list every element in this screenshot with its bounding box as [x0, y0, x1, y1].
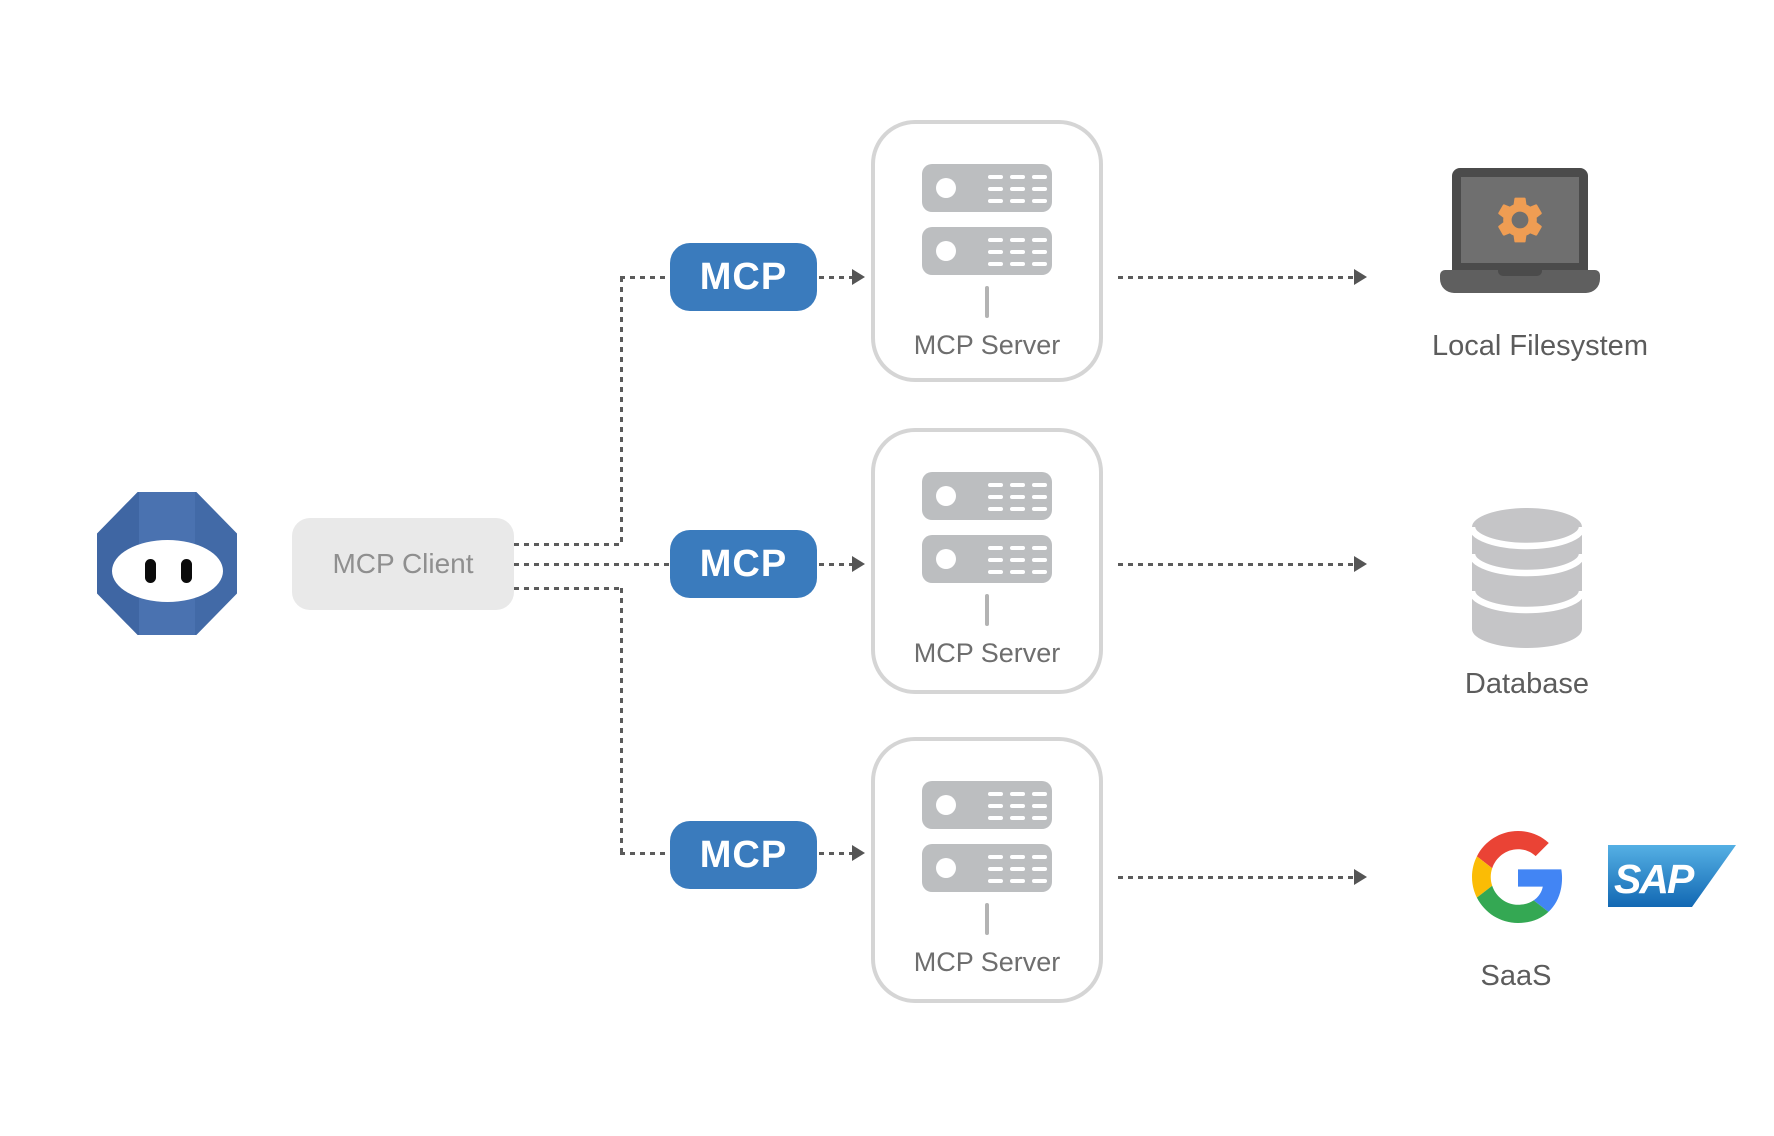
connector-to-top-badge — [620, 276, 672, 279]
sap-logo-icon: SAP — [1608, 845, 1736, 907]
arrowhead-icon — [1354, 556, 1367, 572]
mcp-client-label: MCP Client — [332, 548, 474, 579]
local-filesystem-label: Local Filesystem — [1432, 330, 1648, 362]
mcp-badge-label: MCP — [699, 542, 788, 585]
rack-light — [936, 858, 956, 878]
connector-trunk-down — [620, 588, 623, 854]
mcp-badge-label: MCP — [699, 255, 788, 298]
database-label: Database — [1464, 668, 1590, 700]
server-rack-icon — [922, 535, 1052, 583]
connector-client-bottom — [514, 587, 622, 590]
laptop-base — [1440, 270, 1600, 293]
rack-light — [936, 241, 956, 261]
mcp-server-label: MCP Server — [913, 638, 1061, 668]
server-rack-icon — [922, 164, 1052, 212]
connector-to-bottom-badge — [620, 852, 672, 855]
connector-server1-filesystem — [1118, 276, 1354, 279]
arrowhead-icon — [1354, 269, 1367, 285]
robot-eye — [145, 559, 156, 583]
mcp-server-node-2: MCP Server — [871, 428, 1103, 694]
connector-badge1-server1 — [819, 276, 853, 279]
laptop-screen — [1452, 168, 1588, 272]
arrowhead-icon — [852, 556, 865, 572]
connector-badge3-server3 — [819, 852, 853, 855]
rack-cable — [985, 286, 989, 318]
connector-badge2-server2 — [819, 563, 853, 566]
google-logo-icon — [1472, 831, 1563, 923]
robot-face — [112, 540, 223, 602]
mcp-badge-2: MCP — [670, 530, 817, 598]
rack-light — [936, 549, 956, 569]
connector-client-middle — [514, 563, 670, 566]
mcp-server-label: MCP Server — [913, 947, 1061, 977]
mcp-server-node-1: MCP Server — [871, 120, 1103, 382]
server-rack-icon — [922, 227, 1052, 275]
mcp-server-node-3: MCP Server — [871, 737, 1103, 1003]
gear-icon — [1498, 197, 1542, 243]
database-icon — [1472, 508, 1582, 648]
mcp-server-label: MCP Server — [913, 330, 1061, 360]
robot-eye — [181, 559, 192, 583]
connector-trunk-up — [620, 277, 623, 545]
mcp-client-node: MCP Client — [292, 518, 514, 610]
server-rack-icon — [922, 781, 1052, 829]
server-rack-icon — [922, 844, 1052, 892]
mcp-badge-label: MCP — [699, 833, 788, 876]
server-rack-icon — [922, 472, 1052, 520]
saas-label: SaaS — [1480, 960, 1552, 992]
sap-logo-text: SAP — [1614, 856, 1695, 902]
rack-cable — [985, 903, 989, 935]
rack-light — [936, 795, 956, 815]
arrowhead-icon — [852, 269, 865, 285]
laptop-icon — [1440, 168, 1600, 298]
mcp-badge-1: MCP — [670, 243, 817, 311]
rack-light — [936, 178, 956, 198]
arrowhead-icon — [1354, 869, 1367, 885]
connector-client-top — [514, 543, 622, 546]
arrowhead-icon — [852, 845, 865, 861]
robot-icon — [97, 492, 237, 635]
connector-server3-saas — [1118, 876, 1354, 879]
connector-server2-database — [1118, 563, 1354, 566]
rack-light — [936, 486, 956, 506]
rack-cable — [985, 594, 989, 626]
mcp-badge-3: MCP — [670, 821, 817, 889]
